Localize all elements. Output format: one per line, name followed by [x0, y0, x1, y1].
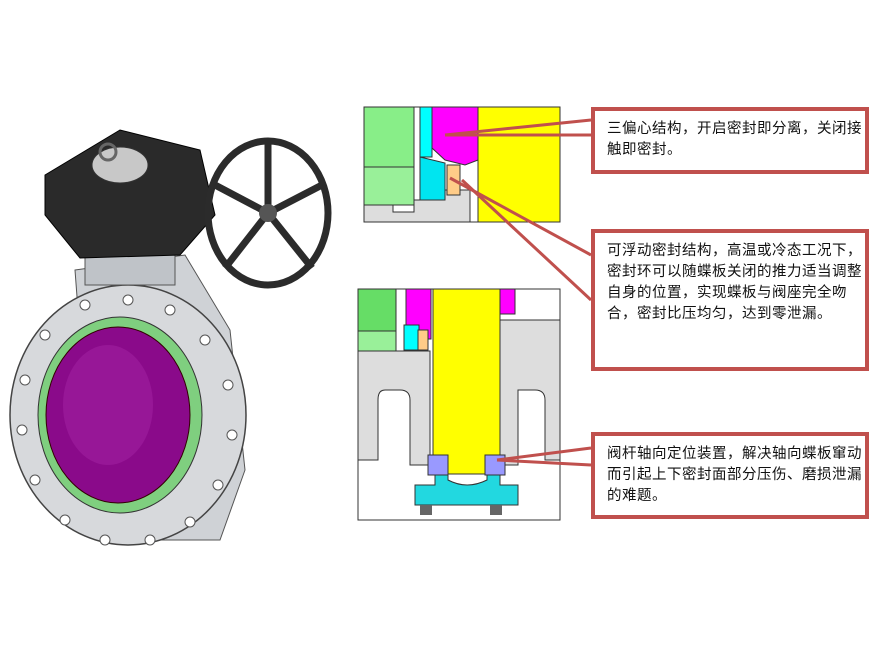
gearbox — [44, 129, 216, 259]
handwheel — [204, 137, 332, 289]
section-detail-bottom — [357, 288, 561, 521]
callout-triple-offset: 三偏心结构，开启密封即分离，关闭接触即密封。 — [591, 107, 869, 174]
callout-stem-positioning: 阀杆轴向定位装置，解决轴向蝶板窜动而引起上下密封面部分压伤、磨损泄漏的难题。 — [591, 432, 869, 519]
section-detail-top — [363, 106, 561, 223]
butterfly-valve-illustration — [9, 129, 332, 546]
callout-floating-seal: 可浮动密封结构，高温或冷态工况下，密封环可以随蝶板关闭的推力适当调整自身的位置，… — [591, 229, 869, 371]
leader-lines — [444, 118, 593, 467]
